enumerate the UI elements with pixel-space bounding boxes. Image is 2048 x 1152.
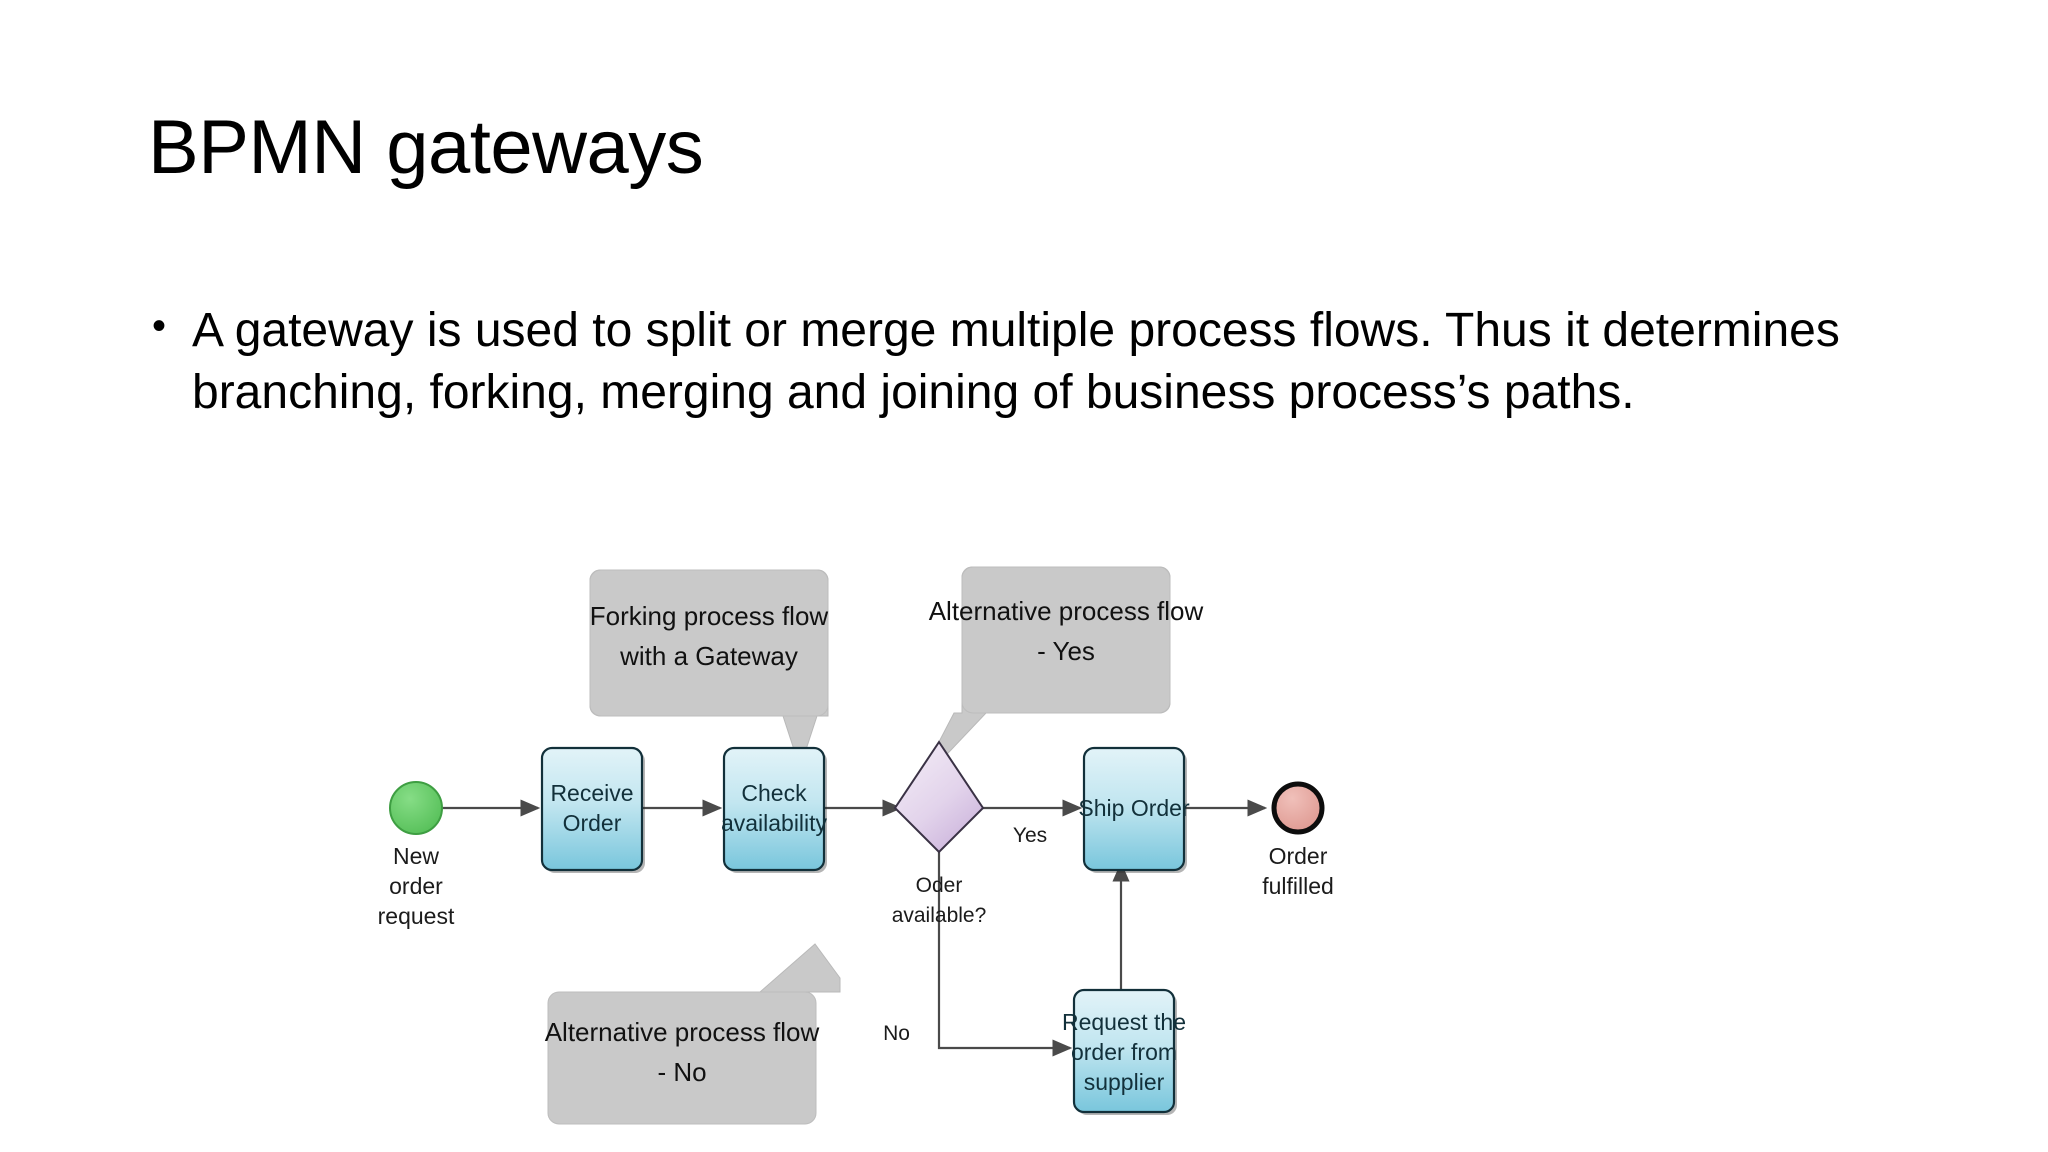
bullet-marker-icon: • (152, 304, 167, 348)
task-receive-order-line1: Receive (550, 780, 633, 806)
callout-alternative-no-line1: Alternative process flow (545, 1017, 820, 1047)
bpmn-diagram: Forking process flow with a Gateway Alte… (370, 520, 1650, 1125)
start-event: New order request (378, 781, 455, 929)
task-check-availability[interactable]: Check availability (721, 746, 828, 873)
task-box (540, 746, 644, 872)
flow-label-yes: Yes (1013, 824, 1047, 847)
gateway-label-line2: available? (892, 904, 987, 927)
start-event-label-line1: New (393, 843, 439, 869)
gateway-order-available[interactable]: Oder available? (892, 740, 987, 927)
callout-forking-gateway: Forking process flow with a Gateway (589, 569, 829, 770)
callout-alternative-no-line2: - No (657, 1057, 706, 1087)
start-event-label-line3: request (378, 903, 455, 929)
task-check-availability-line2: availability (721, 810, 828, 836)
end-event-label-line1: Order (1269, 843, 1328, 869)
task-box (1082, 746, 1186, 872)
start-event-circle-icon (389, 781, 443, 835)
callout-alternative-no: Alternative process flow - No (545, 943, 841, 1125)
callout-forking-line2: with a Gateway (619, 641, 798, 671)
callout-body-alternative-yes (961, 566, 1171, 714)
page-title: BPMN gateways (148, 105, 704, 190)
gateway-label-line1: Oder (916, 874, 963, 897)
task-request-order-line1: Request the (1062, 1009, 1186, 1035)
task-request-order-line2: order from (1071, 1039, 1177, 1065)
task-box (1072, 988, 1176, 1114)
callout-alternative-yes: Alternative process flow - Yes (914, 566, 1204, 789)
callout-body-forking (589, 569, 829, 717)
task-request-order-from-supplier[interactable]: Request the order from supplier (1062, 988, 1186, 1115)
end-event: Order fulfilled (1262, 781, 1334, 899)
bullet-text: A gateway is used to split or merge mult… (192, 304, 1840, 420)
body-content: • A gateway is used to split or merge mu… (152, 300, 1852, 425)
callout-alternative-yes-line2: - Yes (1037, 636, 1095, 666)
callout-body-alternative-no (547, 991, 817, 1125)
flow-label-no: No (883, 1022, 910, 1045)
task-receive-order-line2: Order (563, 810, 622, 836)
task-check-availability-line1: Check (741, 780, 807, 806)
end-event-label-line2: fulfilled (1262, 873, 1334, 899)
task-box (722, 746, 826, 872)
callout-alternative-yes-line1: Alternative process flow (929, 596, 1204, 626)
task-ship-order-line1: Ship Order (1078, 795, 1190, 821)
flow-gateway-to-request-no (937, 852, 1073, 1057)
end-event-circle-icon (1271, 781, 1325, 835)
task-ship-order[interactable]: Ship Order (1078, 746, 1190, 873)
callout-forking-line1: Forking process flow (590, 601, 829, 631)
task-request-order-line3: supplier (1084, 1069, 1165, 1095)
gateway-diamond-icon (893, 740, 985, 854)
start-event-label-line2: order (389, 873, 443, 899)
callout-tail-alternative-no (758, 943, 841, 993)
bullet-item: • A gateway is used to split or merge mu… (152, 300, 1852, 425)
task-receive-order[interactable]: Receive Order (540, 746, 645, 873)
